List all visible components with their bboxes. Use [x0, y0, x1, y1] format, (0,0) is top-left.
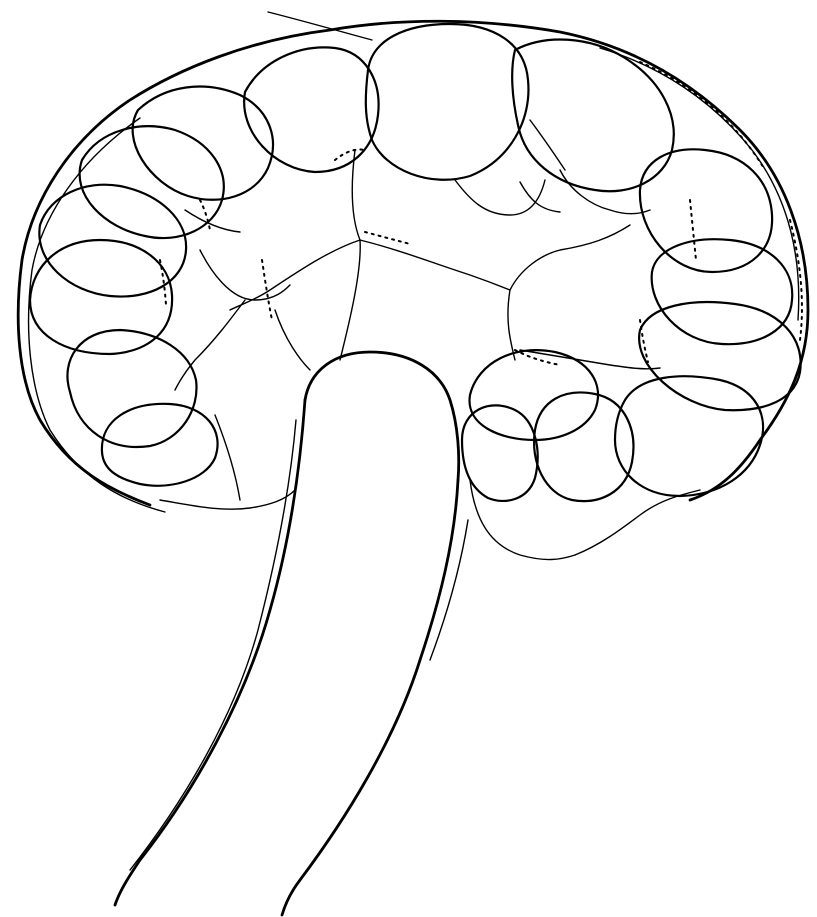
internal-lines-left: [175, 210, 310, 390]
lobe-upper-left: [133, 87, 273, 200]
lobe-left-middle: [30, 240, 172, 354]
lobe-top-left: [244, 47, 378, 172]
lobe-right-bottom: [615, 376, 763, 496]
lobe-bottom-right-c: [462, 405, 538, 501]
stalk-left-trace: [130, 420, 296, 870]
lobe-right-lower: [639, 302, 801, 410]
stalk-top-cap: [305, 352, 459, 480]
outer-outline: [18, 21, 808, 505]
lobe-bottom-right-b: [470, 350, 599, 440]
lobe-bottom-right-a: [534, 393, 633, 502]
stalk-left-edge: [115, 400, 305, 905]
outer-dotted-trace: [640, 62, 802, 340]
stalk-right-edge: [282, 480, 458, 915]
lobe-right-middle: [652, 239, 793, 344]
outer-outline-inner-trace: [29, 48, 799, 512]
lobe-top-center: [366, 24, 529, 180]
lobe-left-top: [80, 126, 224, 238]
stalk-right-trace: [430, 480, 575, 660]
internal-lines-center: [230, 150, 630, 360]
dotted-markings: [160, 149, 696, 365]
lobe-left-lower: [67, 330, 196, 447]
lobe-right-upper: [640, 149, 772, 272]
